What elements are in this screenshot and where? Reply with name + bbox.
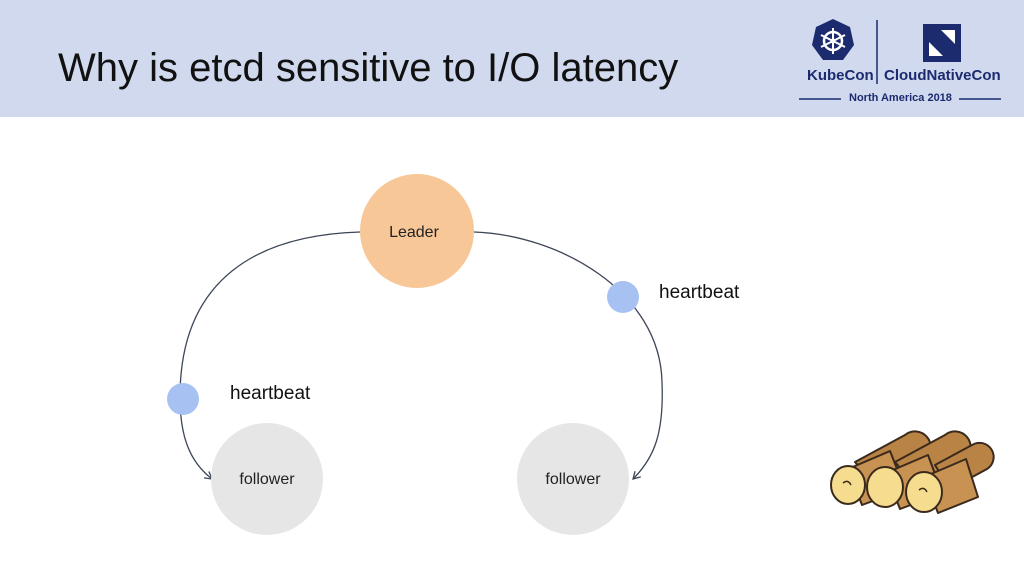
follower-left-label: follower	[239, 471, 295, 488]
leader-node	[360, 174, 474, 288]
leader-label: Leader	[389, 224, 439, 241]
heartbeat-label-left: heartbeat	[230, 383, 311, 404]
kubecon-wordmark: KubeCon	[807, 67, 874, 84]
arc-leader-to-left-follower	[179, 231, 361, 480]
logs-pile-icon	[830, 430, 995, 514]
logo-graphics	[799, 19, 1001, 100]
slide-title: Why is etcd sensitive to I/O latency	[58, 46, 679, 90]
heartbeat-label-right: heartbeat	[659, 282, 740, 303]
arc-leader-to-right-follower	[473, 231, 663, 480]
event-subtitle: North America 2018	[849, 92, 952, 104]
follower-right-label: follower	[545, 471, 601, 488]
follower-node-left	[211, 423, 323, 535]
diagram-canvas	[167, 174, 995, 535]
kubecon-cloudnativecon-logo: KubeCon CloudNativeCon North America 201…	[795, 14, 1007, 110]
cloudnativecon-wordmark: CloudNativeCon	[884, 67, 1001, 84]
heartbeat-dot-left	[167, 383, 199, 415]
cncf-square-icon	[923, 24, 961, 62]
raft-heartbeat-diagram: Leader follower follower heartbeat heart…	[0, 117, 1024, 576]
follower-node-right	[517, 423, 629, 535]
slide-header: Why is etcd sensitive to I/O latency	[0, 0, 1024, 117]
heartbeat-dot-right	[607, 281, 639, 313]
